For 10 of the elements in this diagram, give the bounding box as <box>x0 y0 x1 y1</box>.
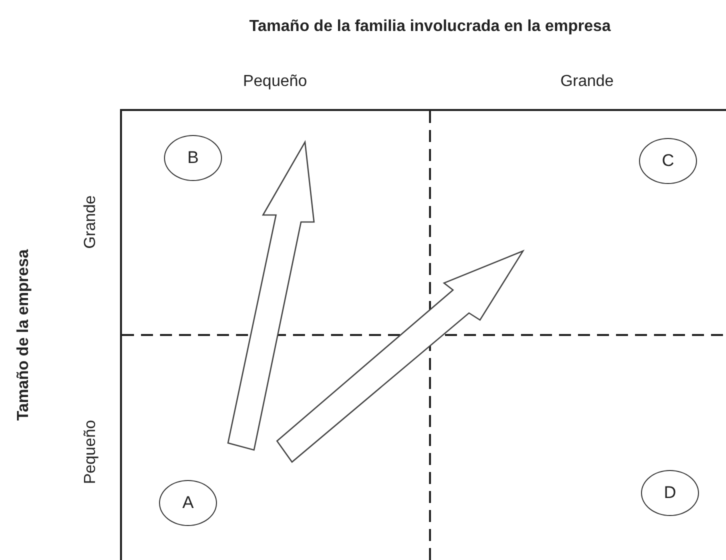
axis-title: Tamaño de la familia involucrada en la empresa <box>249 18 611 36</box>
axis-title: Tamaño de la empresa <box>15 249 33 421</box>
axis-label: Grande <box>82 195 100 249</box>
axis-label: Grande <box>560 73 614 91</box>
quadrant-oval: C <box>639 138 697 184</box>
quadrant-oval: D <box>641 470 699 516</box>
quadrant-oval: A <box>159 480 217 526</box>
quadrant-oval: B <box>164 135 222 181</box>
axis-label: Pequeño <box>242 73 308 91</box>
axis-label: Pequeño <box>82 420 100 484</box>
